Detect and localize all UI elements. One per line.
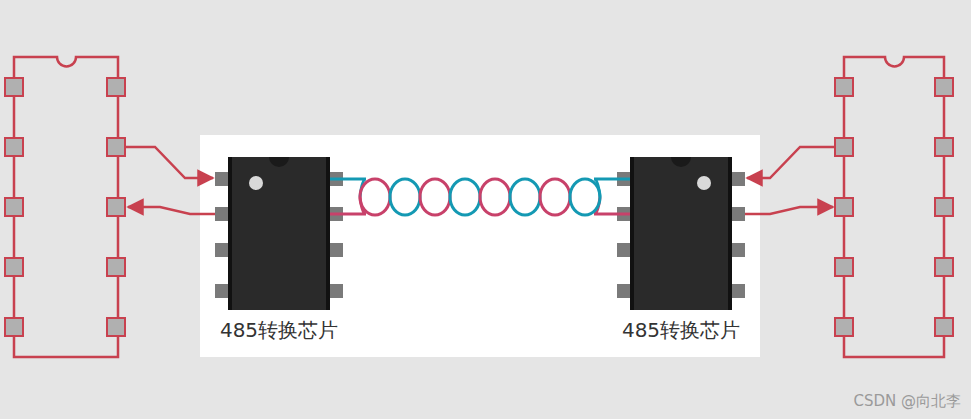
chip-label: 485转换芯片 xyxy=(622,318,740,342)
twisted-pair xyxy=(330,179,630,215)
chip-label: 485转换芯片 xyxy=(220,318,338,342)
mcu-pins xyxy=(5,78,125,336)
transceiver-chip: 485转换芯片 xyxy=(630,157,732,310)
mcu-outline xyxy=(14,57,118,357)
mcu-outline xyxy=(844,57,944,357)
watermark: CSDN @向北李 xyxy=(853,392,961,411)
white-panel xyxy=(200,135,760,357)
transceiver-chip: 485转换芯片 xyxy=(228,157,330,310)
mcu-pins xyxy=(835,78,953,336)
